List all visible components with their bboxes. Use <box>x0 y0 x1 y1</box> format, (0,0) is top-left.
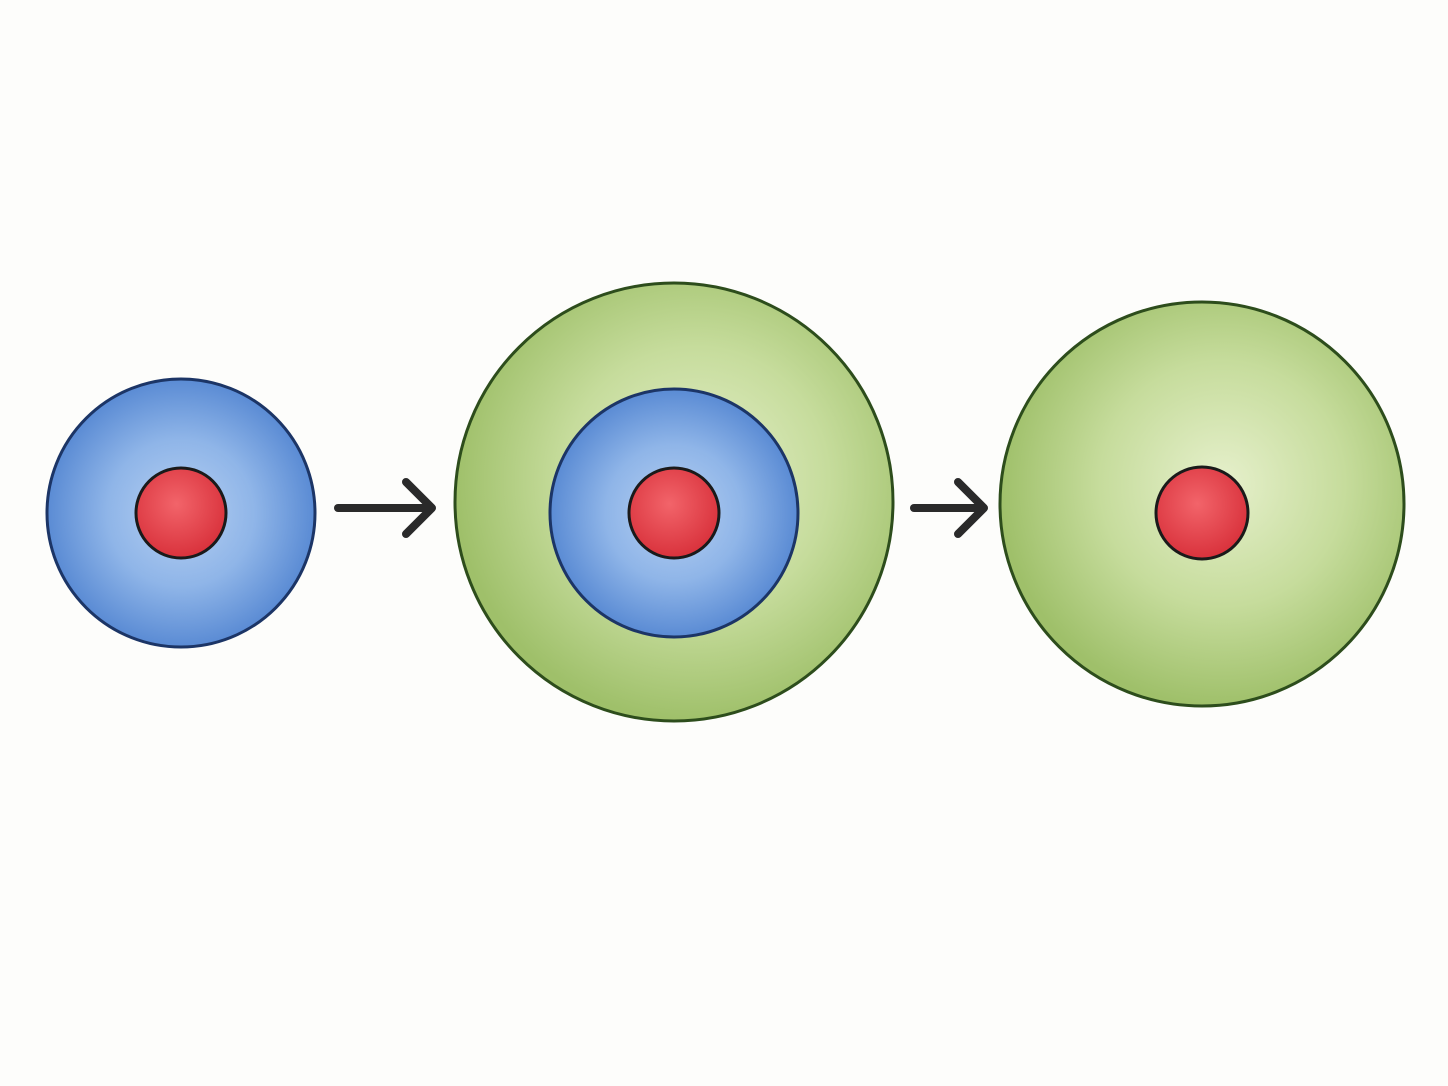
stage-2 <box>453 281 895 723</box>
stage-2-core <box>627 466 721 560</box>
stage-3-core <box>1154 465 1250 561</box>
arrow-right-icon <box>334 478 436 538</box>
stage-1-core <box>134 466 228 560</box>
stage-3 <box>998 300 1406 708</box>
stage-1 <box>45 377 317 649</box>
arrow-right-icon <box>910 478 988 538</box>
